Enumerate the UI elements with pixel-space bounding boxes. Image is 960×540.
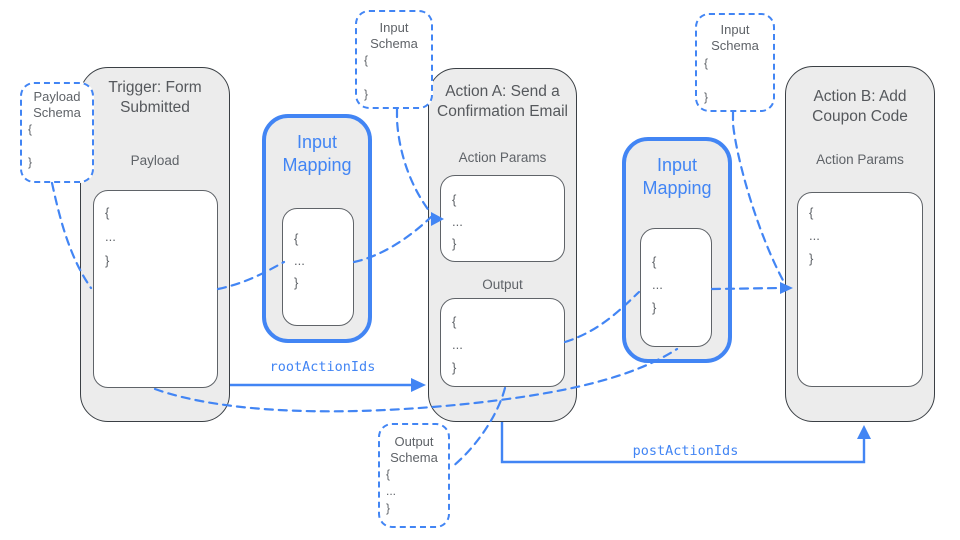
action-a-output-code: { ... } — [452, 314, 463, 375]
arrowhead-post-action-ids — [857, 425, 871, 439]
input-schema-1-code: { } — [364, 53, 369, 101]
arrowhead-root-action-ids — [411, 378, 426, 392]
input-mapping-2-code: { ... } — [652, 254, 663, 315]
input-mapping-2-code-box — [640, 228, 712, 347]
input-mapping-1-title: Input Mapping — [282, 132, 352, 175]
input-schema-1-node — [355, 10, 433, 109]
output-schema-node — [378, 423, 450, 528]
input-mapping-1-code-box — [282, 208, 354, 326]
action-a-params-code: { ... } — [452, 192, 463, 251]
edge-input-schema1-to-action-a — [395, 107, 432, 214]
trigger-title: Trigger: Form Submitted — [108, 79, 202, 116]
trigger-payload-label: Payload — [130, 153, 180, 168]
action-a-output-label: Output — [482, 277, 523, 292]
action-a-params-box — [440, 175, 565, 262]
input-mapping-1-code: { ... } — [294, 231, 305, 290]
payload-schema-code: { } — [28, 122, 33, 169]
action-b-params-code: { ... } — [809, 205, 820, 266]
output-schema-code: { ... } — [386, 467, 397, 515]
trigger-payload-code: { ... } — [105, 205, 116, 268]
edge-payload-to-mapping2 — [153, 347, 679, 413]
action-b-params-label: Action Params — [816, 152, 904, 167]
input-schema-2-title: Input Schema — [711, 22, 759, 53]
root-action-ids-label: rootActionIds — [269, 359, 376, 375]
input-schema-1-title: Input Schema — [370, 20, 418, 51]
edge-input-schema2-to-action-b — [731, 110, 787, 286]
action-a-params-label: Action Params — [458, 150, 547, 165]
action-b-title: Action B: Add Coupon Code — [812, 88, 908, 125]
output-schema-title: Output Schema — [390, 434, 438, 465]
payload-schema-title: Payload Schema — [33, 89, 81, 120]
action-b-params-box — [797, 192, 923, 387]
post-action-ids-label: postActionIds — [632, 443, 739, 459]
action-a-title: Action A: Send a Confirmation Email — [437, 83, 568, 120]
input-mapping-2-title: Input Mapping — [642, 155, 712, 198]
input-schema-2-code: { } — [704, 56, 709, 104]
